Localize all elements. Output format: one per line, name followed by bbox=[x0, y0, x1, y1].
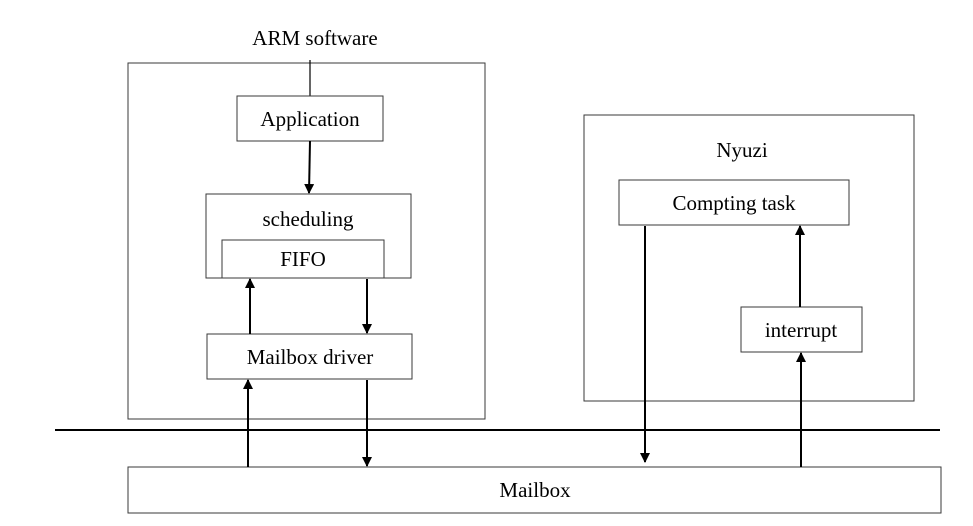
fifo-box bbox=[221, 239, 385, 279]
computing-task-box bbox=[618, 179, 850, 226]
computing-task-label: Compting task bbox=[672, 191, 796, 215]
mailbox-label: Mailbox bbox=[499, 478, 571, 502]
mailbox-driver-label: Mailbox driver bbox=[247, 345, 374, 369]
arm-software-title: ARM software bbox=[252, 26, 377, 50]
mailbox-driver-box bbox=[206, 333, 413, 380]
application-label: Application bbox=[260, 107, 360, 131]
interrupt-box bbox=[740, 306, 863, 353]
application-to-scheduling-arrow bbox=[304, 140, 315, 194]
mailbox-box bbox=[127, 466, 942, 514]
interrupt-label: interrupt bbox=[765, 318, 837, 342]
nyuzi-container bbox=[583, 114, 915, 402]
scheduling-label: scheduling bbox=[263, 207, 354, 231]
fifo-label: FIFO bbox=[280, 247, 326, 271]
nyuzi-title: Nyuzi bbox=[716, 138, 767, 162]
application-box bbox=[236, 95, 384, 142]
